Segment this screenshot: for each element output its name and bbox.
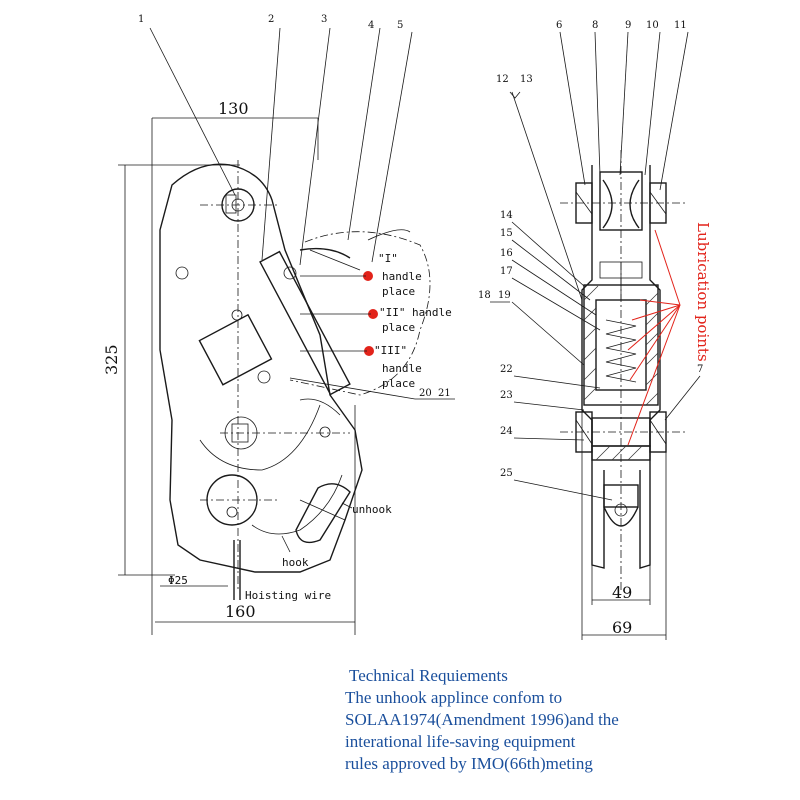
part-number: 7 [697,364,703,375]
part-number: 5 [397,20,403,31]
technical-line: interational life-saving equipment [345,732,576,751]
part-number: 16 [500,248,513,259]
part-number: 9 [625,20,631,31]
dim-pin-diameter: Φ25 [168,574,188,587]
part-number: 23 [500,390,513,401]
handle-label: handle [382,362,422,375]
front-view: 130 325 160 Φ25 1 2 3 4 5 "I" handle pla… [102,14,455,635]
part-number: 10 [646,20,659,31]
technical-title: Technical Requiements [349,666,508,685]
part-number: 21 [438,388,451,399]
handle-mark: "III" [374,344,407,357]
label-lubrication-points: Lubrication points [694,222,712,362]
part-number: 8 [592,20,598,31]
lubrication-dot [368,309,378,319]
part-number: 4 [368,20,374,31]
part-number: 2 [268,14,274,25]
handle-mark: "I" [378,252,398,265]
part-number: 11 [674,20,687,31]
part-number: 24 [500,426,513,437]
part-number: 22 [500,364,513,375]
technical-line: SOLAA1974(Amendment 1996)and the [345,710,619,729]
handle-mark: "II" [379,306,406,319]
dim-top-width: 130 [218,99,249,118]
part-number: 6 [556,20,562,31]
dim-side-inner: 49 [612,583,632,602]
dim-height: 325 [102,344,121,375]
handle-label: handle [382,270,422,283]
part-number: 15 [500,228,513,239]
part-number: 18 [478,290,491,301]
part-number: 13 [520,74,533,85]
label-unhook: unhook [352,503,392,516]
part-number: 3 [321,14,327,25]
part-number: 25 [500,468,513,479]
part-number: 14 [500,210,513,221]
part-number: 20 [419,388,432,399]
lubrication-dot [364,346,374,356]
technical-line: The unhook applince confom to [345,688,563,707]
side-view: 49 69 6 8 9 10 11 12 13 14 15 16 17 18 1… [478,20,712,640]
handle-label: place [382,377,415,390]
technical-requirements: Technical Requiements The unhook applinc… [345,665,785,775]
part-number: 12 [496,74,509,85]
technical-line: rules approved by IMO(66th)meting [345,754,593,773]
part-number: 1 [138,14,144,25]
handle-label: place [382,321,415,334]
dim-side-outer: 69 [612,618,632,637]
label-hoisting-wire: Hoisting wire [245,589,331,602]
label-hook: hook [282,556,309,569]
dim-bottom-width: 160 [225,602,256,621]
handle-label: place [382,285,415,298]
lubrication-dot [363,271,373,281]
part-number: 17 [500,266,513,277]
handle-label: handle [412,306,452,319]
part-number: 19 [498,290,511,301]
